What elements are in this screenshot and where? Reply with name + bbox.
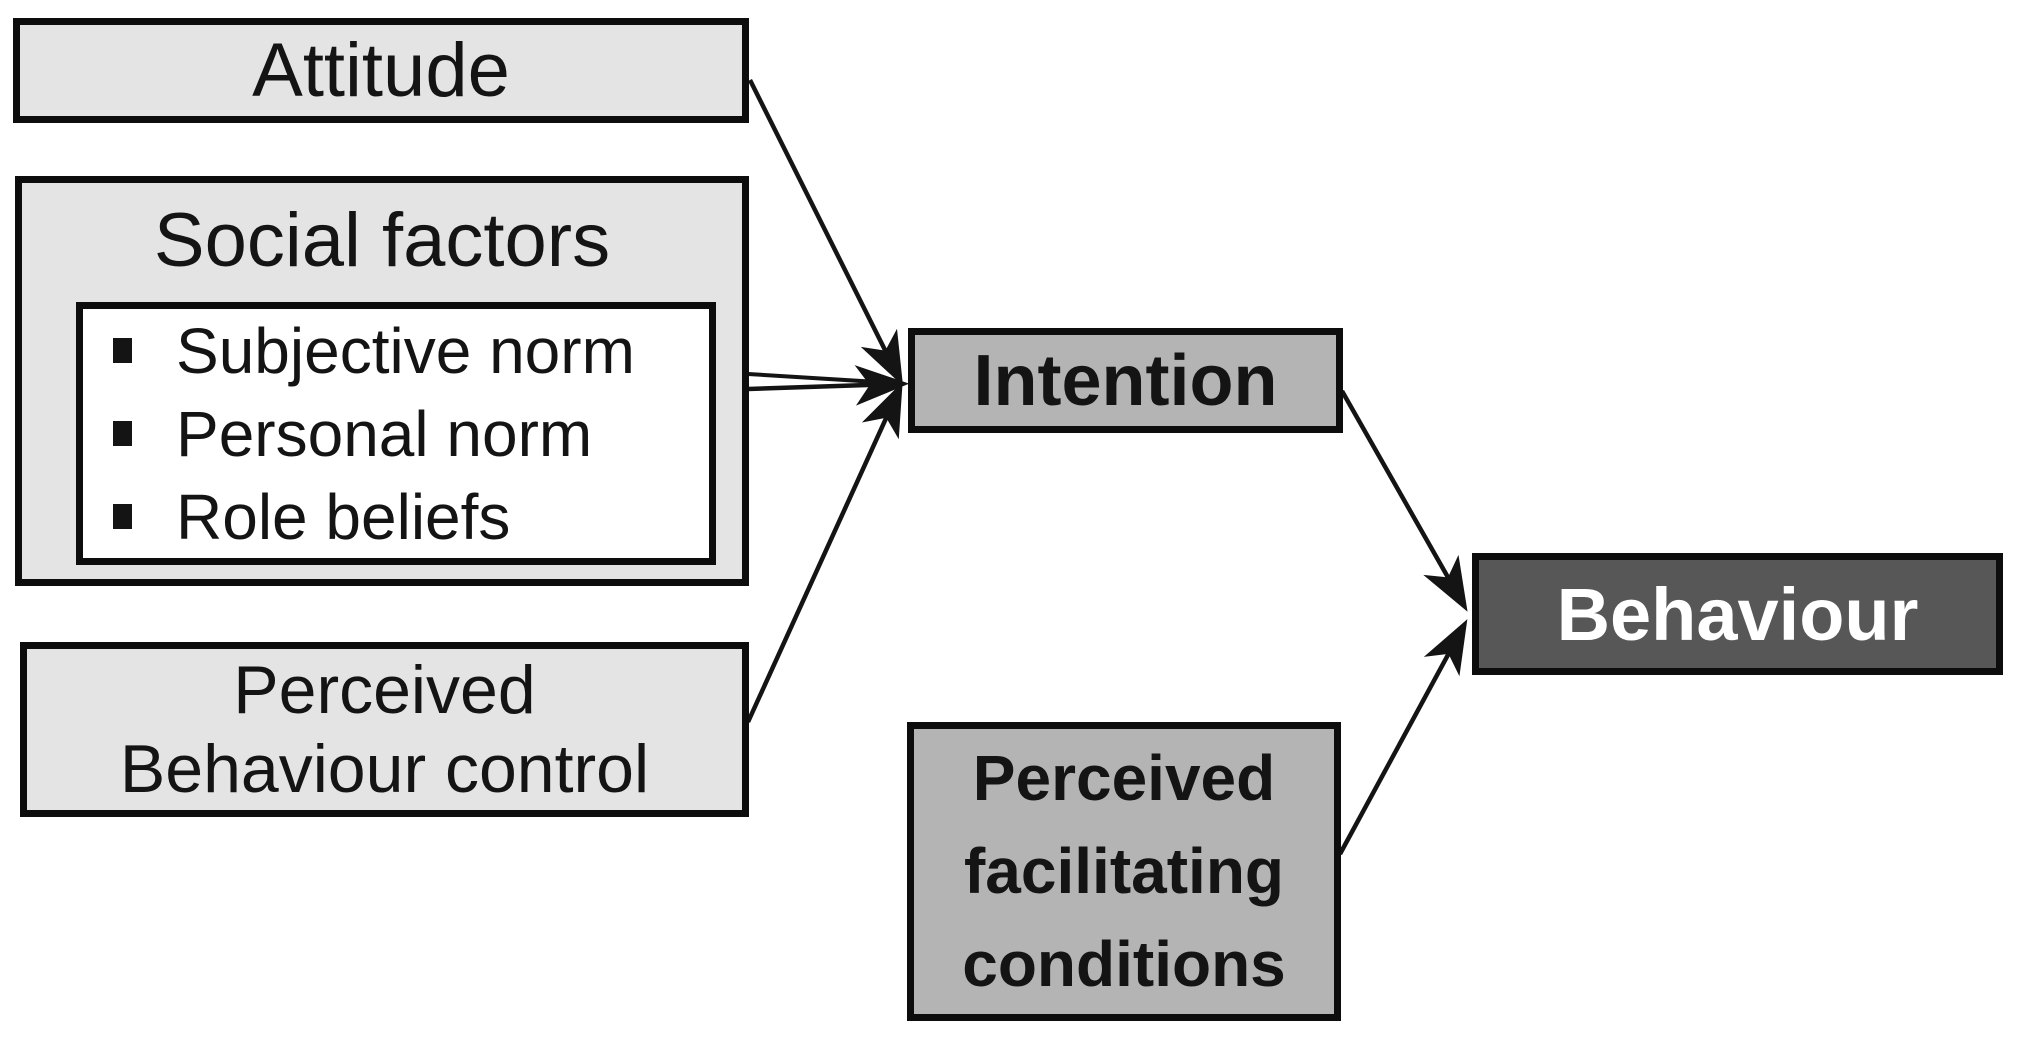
social-factors-box: Social factors Subjective norm Personal … — [15, 176, 749, 586]
arrow-social-factors-to-intention — [747, 365, 910, 406]
perceived-facilitating-conditions-line-1: Perceived — [972, 742, 1276, 814]
perceived-facilitating-conditions-line-3: conditions — [962, 928, 1286, 1000]
behaviour-label: Behaviour — [1556, 572, 1919, 656]
intention-box: Intention — [908, 328, 1343, 433]
list-item-label: Role beliefs — [176, 480, 511, 553]
attitude-box: Attitude — [13, 18, 749, 123]
arrow-intention-to-behaviour — [1340, 389, 1468, 612]
social-factors-inner-box: Subjective norm Personal norm Role belie… — [76, 302, 716, 565]
perceived-facilitating-conditions-box: Perceived facilitating conditions — [907, 722, 1341, 1021]
bullet-square-icon — [113, 504, 132, 529]
list-item: Role beliefs — [83, 475, 709, 558]
arrow-perceived-behaviour-control-to-intention — [745, 381, 903, 723]
list-item: Personal norm — [83, 392, 709, 475]
attitude-label: Attitude — [252, 28, 510, 113]
bullet-square-icon — [113, 338, 132, 363]
perceived-behaviour-control-line-2: Behaviour control — [119, 730, 650, 807]
social-factors-title: Social factors — [153, 198, 611, 283]
arrow-perceived-facilitating-conditions-to-behaviour — [1338, 619, 1468, 856]
list-item: Subjective norm — [83, 309, 709, 392]
bullet-square-icon — [113, 421, 132, 446]
list-item-label: Personal norm — [176, 397, 593, 470]
perceived-behaviour-control-line-1: Perceived — [233, 651, 536, 728]
list-item-label: Subjective norm — [176, 314, 635, 387]
perceived-facilitating-conditions-line-2: facilitating — [963, 835, 1285, 907]
behaviour-box: Behaviour — [1472, 553, 2003, 675]
perceived-behaviour-control-box: Perceived Behaviour control — [20, 642, 749, 817]
arrow-attitude-to-intention — [747, 78, 904, 387]
arrow-social-factors-to-intention-upper-shaft — [747, 372, 894, 385]
intention-label: Intention — [973, 340, 1278, 421]
